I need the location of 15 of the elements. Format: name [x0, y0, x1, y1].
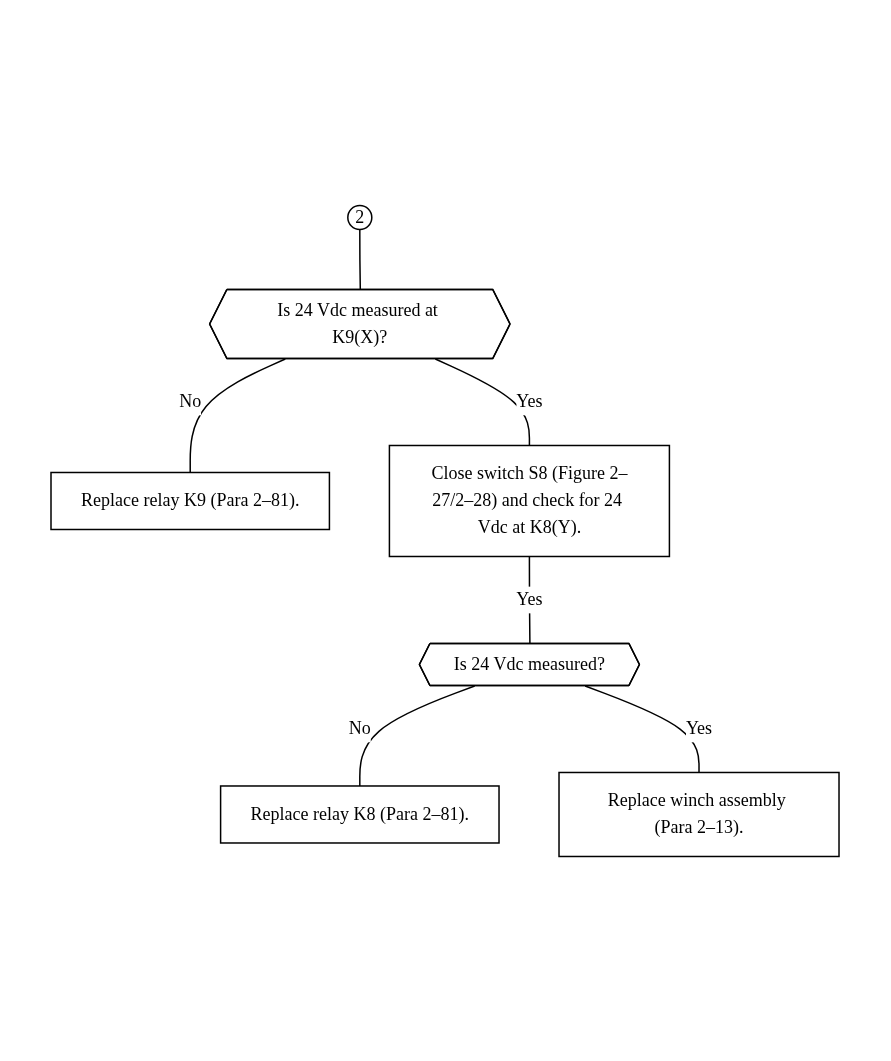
node-box: Replace relay K9 (Para 2–81).: [50, 472, 331, 531]
edge-label: No: [349, 718, 372, 739]
connector: [189, 358, 287, 474]
edge-label: Yes: [516, 391, 543, 412]
node-box: Replace winch assembly (Para 2–13).: [558, 772, 841, 858]
edge-label: Yes: [516, 589, 543, 610]
connector: [584, 685, 701, 774]
node-box: Replace relay K8 (Para 2–81).: [220, 785, 501, 844]
connector: [359, 685, 476, 787]
node-box: Close switch S8 (Figure 2–27/2–28) and check for 24 Vdc at K8(Y).: [389, 445, 671, 558]
node-circle: 2: [347, 205, 374, 231]
connector: [435, 358, 531, 447]
edge-label: No: [179, 391, 202, 412]
connector: [359, 229, 362, 291]
edge-label: Yes: [686, 718, 713, 739]
